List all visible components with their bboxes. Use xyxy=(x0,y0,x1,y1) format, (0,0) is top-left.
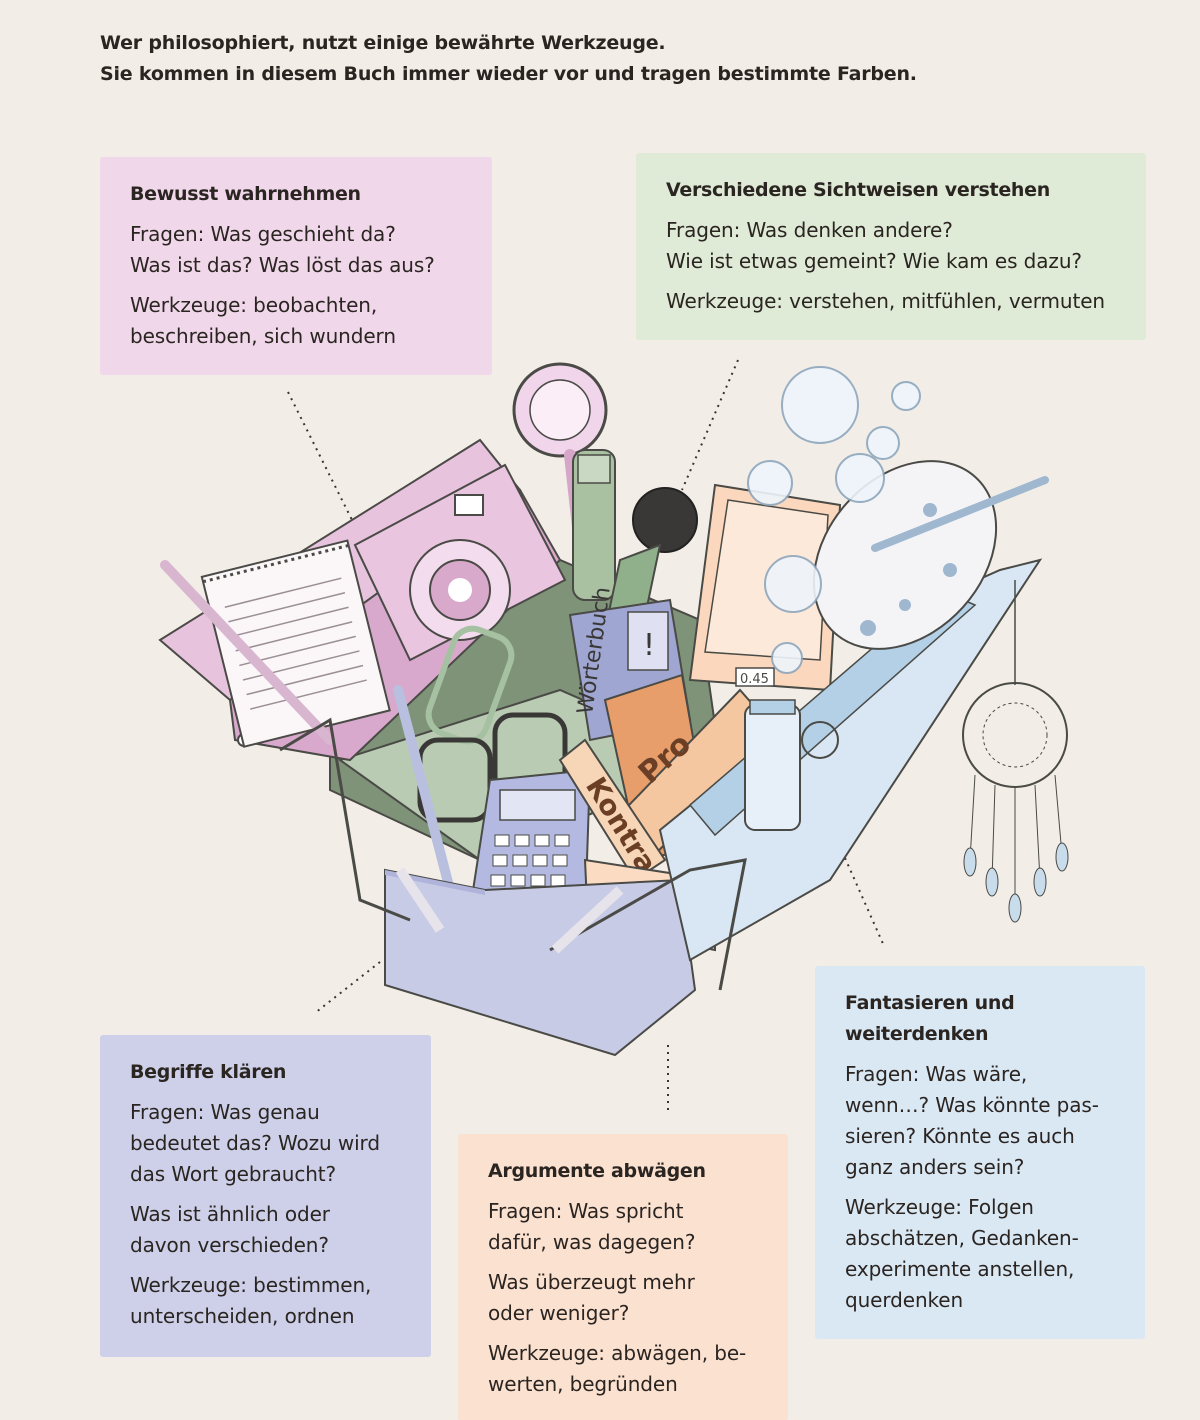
toolbox-handles xyxy=(279,717,747,991)
box-arguments: Argumente abwägen Fragen: Was spricht da… xyxy=(458,1134,788,1420)
connector-perceive xyxy=(287,391,353,521)
text-line: Fragen: Was wäre, xyxy=(845,1062,1028,1086)
bubble-bottle xyxy=(744,699,839,831)
soap-bubbles xyxy=(747,366,921,674)
box-perceive: Bewusst wahrnehmen Fragen: Was geschieht… xyxy=(100,157,492,375)
text-line: Wie ist etwas gemeint? Wie kam es dazu? xyxy=(666,249,1082,273)
title-line: Fantasieren und xyxy=(845,992,1015,1014)
box-arguments-questions: Fragen: Was spricht dafür, was dagegen? xyxy=(488,1196,760,1258)
text-line: bedeutet das? Wozu wird xyxy=(130,1131,380,1155)
text-line: oder weniger? xyxy=(488,1301,630,1325)
text-line: beschreiben, sich wundern xyxy=(130,324,396,348)
box-arguments-tools: Werkzeuge: abwägen, be- werten, begründe… xyxy=(488,1338,760,1400)
connector-perspectives xyxy=(681,359,739,491)
text-line: unterscheiden, ordnen xyxy=(130,1304,355,1328)
text-line: wenn…? Was könnte pas- xyxy=(845,1093,1099,1117)
box-perspectives: Verschiedene Sichtweisen verstehen Frage… xyxy=(636,153,1146,340)
craft-knife xyxy=(393,685,455,895)
connector-lines xyxy=(287,359,885,1112)
pencil xyxy=(160,560,335,745)
paint-palette xyxy=(812,460,1049,650)
intro-text: Wer philosophiert, nutzt einige bewährte… xyxy=(100,28,1100,90)
text-line: Fragen: Was genau xyxy=(130,1100,320,1124)
box-perspectives-questions: Fragen: Was denken andere? Wie ist etwas… xyxy=(666,215,1118,277)
card-mark: ! xyxy=(643,628,655,663)
connector-concepts xyxy=(314,961,381,1014)
text-line: dafür, was dagegen? xyxy=(488,1230,696,1254)
box-concepts: Begriffe klären Fragen: Was genau bedeut… xyxy=(100,1035,431,1357)
text-line: davon verschieden? xyxy=(130,1233,329,1257)
box-arguments-title: Argumente abwägen xyxy=(488,1160,706,1182)
microphone-green xyxy=(572,449,616,601)
text-line: Was ist das? Was löst das aus? xyxy=(130,253,435,277)
box-perspectives-title: Verschiedene Sichtweisen verstehen xyxy=(666,179,1050,201)
box-imagine-tools: Werkzeuge: Folgen abschätzen, Gedanken- … xyxy=(845,1192,1117,1316)
box-concepts-tools: Werkzeuge: bestimmen, unterscheiden, ord… xyxy=(130,1270,403,1332)
box-perspectives-tools: Werkzeuge: verstehen, mitfühlen, vermute… xyxy=(666,286,1118,317)
box-perceive-tools: Werkzeuge: beobachten, beschreiben, sich… xyxy=(130,290,464,352)
text-line: das Wort gebraucht? xyxy=(130,1162,337,1186)
text-line: experimente anstellen, xyxy=(845,1257,1075,1281)
text-line: Werkzeuge: abwägen, be- xyxy=(488,1341,747,1365)
box-imagine: Fantasieren und weiterdenken Fragen: Was… xyxy=(815,966,1145,1339)
camera xyxy=(353,463,567,662)
text-line: querdenken xyxy=(845,1288,964,1312)
text-line: werten, begründen xyxy=(488,1372,678,1396)
text-line: ganz anders sein? xyxy=(845,1155,1025,1179)
text-line: Fragen: Was geschieht da? xyxy=(130,222,396,246)
text-line: Werkzeuge: beobachten, xyxy=(130,293,378,317)
text-line: Werkzeuge: verstehen, mitfühlen, vermute… xyxy=(666,289,1106,313)
intro-line-2: Sie kommen in diesem Buch immer wieder v… xyxy=(100,63,917,85)
text-line: Werkzeuge: Folgen xyxy=(845,1195,1034,1219)
text-line: Was überzeugt mehr xyxy=(488,1270,695,1294)
text-line: Fragen: Was denken andere? xyxy=(666,218,953,242)
box-perceive-questions: Fragen: Was geschieht da? Was ist das? W… xyxy=(130,219,464,281)
box-imagine-title: Fantasieren und weiterdenken xyxy=(845,988,1117,1050)
box-concepts-questions: Fragen: Was genau bedeutet das? Wozu wir… xyxy=(130,1097,403,1190)
title-line: weiterdenken xyxy=(845,1023,989,1045)
text-line: Werkzeuge: bestimmen, xyxy=(130,1273,372,1297)
box-arguments-questions-2: Was überzeugt mehr oder weniger? xyxy=(488,1267,760,1329)
box-concepts-title: Begriffe klären xyxy=(130,1061,287,1083)
dream-catcher xyxy=(962,580,1069,923)
connector-imagine xyxy=(844,857,885,947)
box-perceive-title: Bewusst wahrnehmen xyxy=(130,183,361,205)
text-line: Was ist ähnlich oder xyxy=(130,1202,330,1226)
text-line: Fragen: Was spricht xyxy=(488,1199,684,1223)
text-line: abschätzen, Gedanken- xyxy=(845,1226,1079,1250)
box-imagine-questions: Fragen: Was wäre, wenn…? Was könnte pas-… xyxy=(845,1059,1117,1183)
intro-line-1: Wer philosophiert, nutzt einige bewährte… xyxy=(100,32,666,54)
text-line: sieren? Könnte es auch xyxy=(845,1124,1075,1148)
scale-display: 0.45 xyxy=(740,672,769,687)
lilac-box xyxy=(384,868,697,1057)
box-concepts-questions-2: Was ist ähnlich oder davon verschieden? xyxy=(130,1199,403,1261)
